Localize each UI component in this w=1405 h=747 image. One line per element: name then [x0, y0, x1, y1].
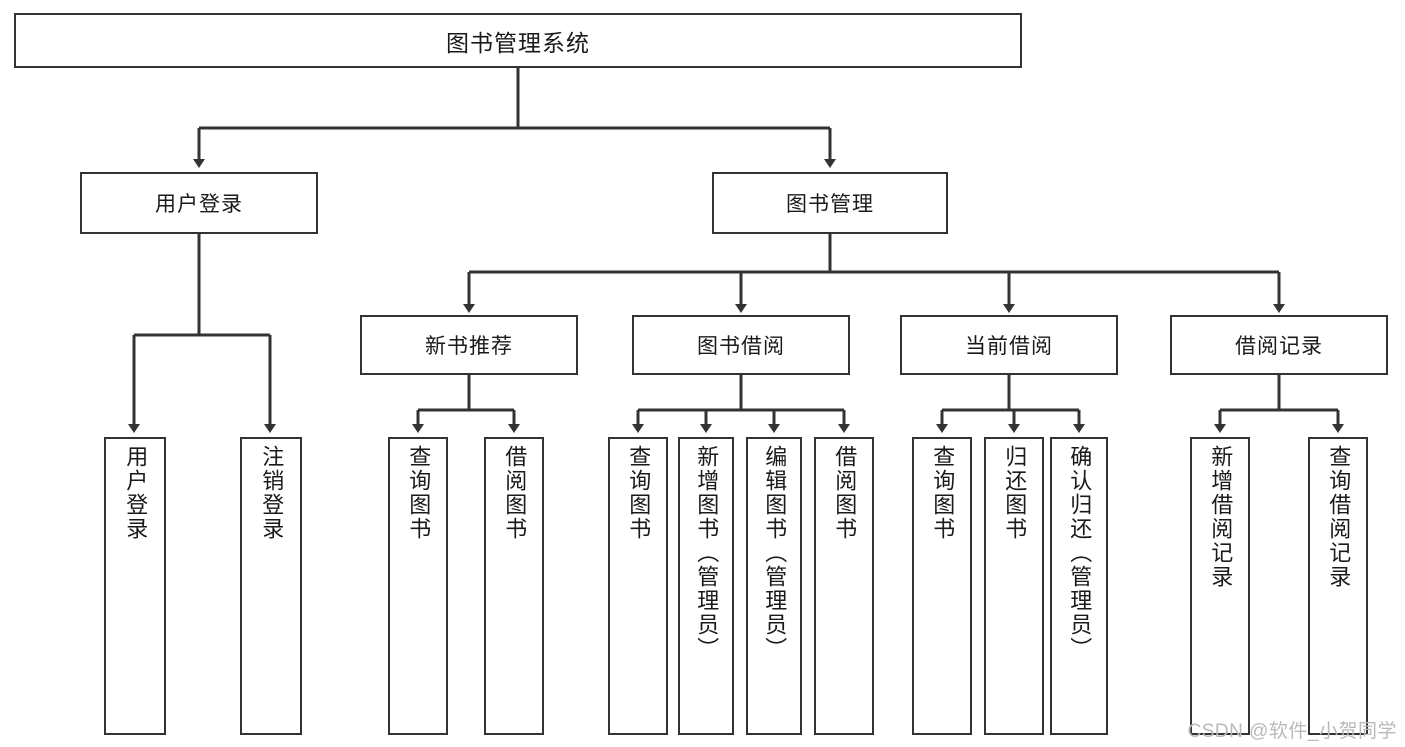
leaf-query-borrow-record[interactable]: 查询借阅记录	[1308, 437, 1368, 735]
leaf-edit-book-admin[interactable]: 编辑图书（管理员）	[746, 437, 802, 735]
leaf-edit-book-admin-label: 编辑图书（管理员）	[762, 445, 788, 661]
leaf-borrow-book[interactable]: 借阅图书	[814, 437, 874, 735]
node-book-borrow-label: 图书借阅	[697, 335, 785, 358]
node-root-label: 图书管理系统	[446, 29, 590, 56]
leaf-query-book-current[interactable]: 查询图书	[912, 437, 972, 735]
leaf-borrow-book-recommend-label: 借阅图书	[502, 445, 528, 541]
node-borrow-record[interactable]: 借阅记录	[1170, 315, 1388, 375]
node-user-login[interactable]: 用户登录	[80, 172, 318, 234]
leaf-add-book-admin[interactable]: 新增图书（管理员）	[678, 437, 734, 735]
leaf-add-book-admin-label: 新增图书（管理员）	[694, 445, 720, 661]
leaf-query-book-recommend-label: 查询图书	[406, 445, 432, 541]
leaf-query-book-recommend[interactable]: 查询图书	[388, 437, 448, 735]
node-book-borrow[interactable]: 图书借阅	[632, 315, 850, 375]
leaf-borrow-book-label: 借阅图书	[832, 445, 858, 541]
node-root[interactable]: 图书管理系统	[14, 13, 1022, 68]
leaf-user-login[interactable]: 用户登录	[104, 437, 166, 735]
leaf-query-book-current-label: 查询图书	[930, 445, 956, 541]
node-book-management[interactable]: 图书管理	[712, 172, 948, 234]
leaf-user-login-label: 用户登录	[123, 445, 149, 541]
leaf-query-book-borrow[interactable]: 查询图书	[608, 437, 668, 735]
node-current-borrow-label: 当前借阅	[965, 335, 1053, 358]
leaf-query-book-borrow-label: 查询图书	[626, 445, 652, 541]
node-user-login-label: 用户登录	[155, 193, 243, 216]
node-current-borrow[interactable]: 当前借阅	[900, 315, 1118, 375]
leaf-return-book[interactable]: 归还图书	[984, 437, 1044, 735]
leaf-logout[interactable]: 注销登录	[240, 437, 302, 735]
node-borrow-record-label: 借阅记录	[1235, 335, 1323, 358]
leaf-add-borrow-record[interactable]: 新增借阅记录	[1190, 437, 1250, 735]
node-new-book-recommend-label: 新书推荐	[425, 335, 513, 358]
node-book-management-label: 图书管理	[786, 193, 874, 216]
node-new-book-recommend[interactable]: 新书推荐	[360, 315, 578, 375]
leaf-return-book-label: 归还图书	[1002, 445, 1028, 541]
leaf-add-borrow-record-label: 新增借阅记录	[1208, 445, 1234, 589]
csdn-watermark: CSDN @软件_小贺同学	[1187, 721, 1397, 742]
leaf-confirm-return-admin[interactable]: 确认归还（管理员）	[1050, 437, 1108, 735]
leaf-query-borrow-record-label: 查询借阅记录	[1326, 445, 1352, 589]
leaf-logout-label: 注销登录	[259, 445, 285, 541]
leaf-confirm-return-admin-label: 确认归还（管理员）	[1067, 445, 1093, 661]
leaf-borrow-book-recommend[interactable]: 借阅图书	[484, 437, 544, 735]
